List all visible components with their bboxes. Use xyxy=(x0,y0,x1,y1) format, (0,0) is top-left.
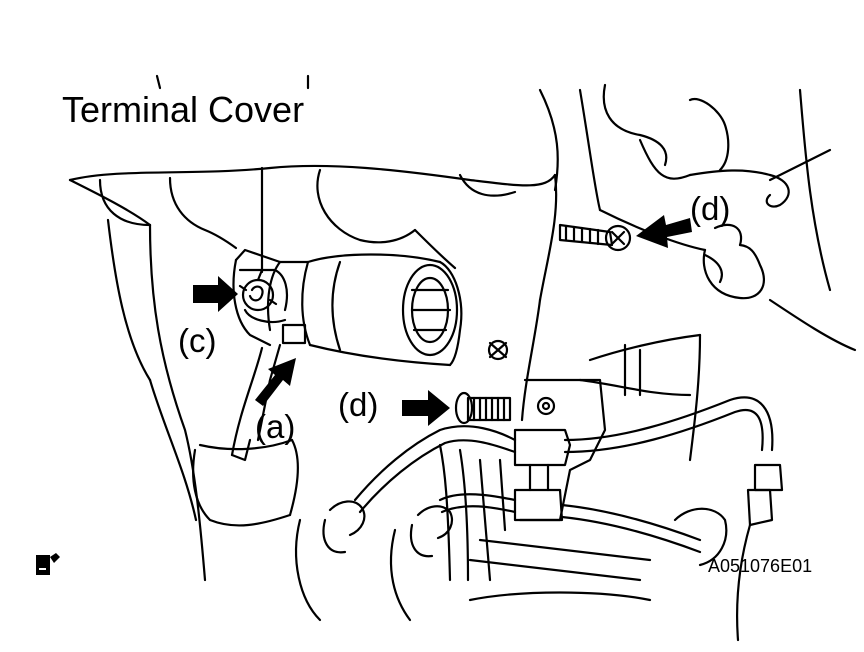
arrow-right-icon xyxy=(193,276,238,312)
arrow-up-right-icon xyxy=(255,358,296,406)
terminal-cover xyxy=(238,268,307,345)
terminal-cover-label: Terminal Cover xyxy=(62,89,305,130)
lower-housing xyxy=(106,218,299,527)
fluid-lines xyxy=(294,396,784,642)
pipe-bracket xyxy=(513,428,572,522)
engine-block xyxy=(68,83,857,582)
callout-d-upper: (d) xyxy=(690,190,731,227)
callout-a: (a) xyxy=(255,408,296,445)
arrow-left-icon xyxy=(636,215,692,248)
lower-bolt xyxy=(454,391,512,425)
document-icon xyxy=(36,553,60,575)
callout-d-lower: (d) xyxy=(338,386,379,423)
top-tick-1 xyxy=(155,74,162,90)
upper-bolt xyxy=(558,223,632,252)
figure-id: A051076E01 xyxy=(708,556,813,576)
callout-c: (c) xyxy=(178,322,217,359)
arrow-right-icon xyxy=(402,390,450,426)
